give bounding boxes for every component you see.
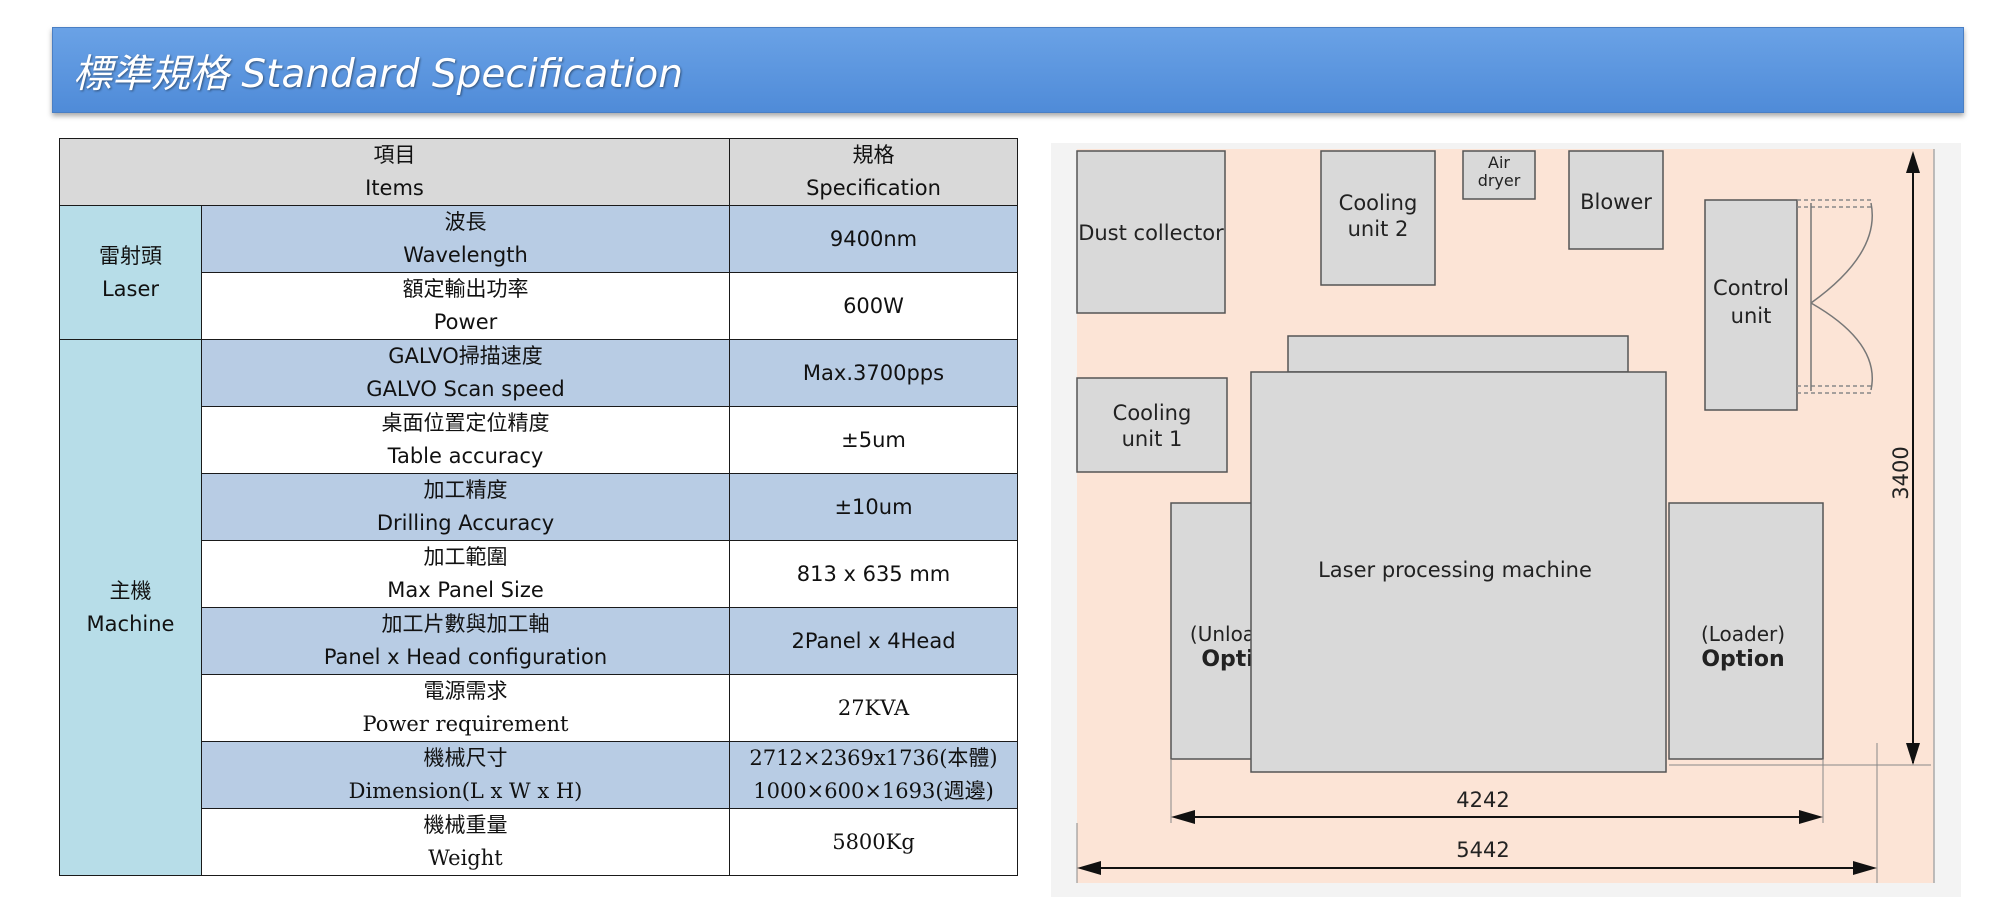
floor-layout-diagram: Dust collector Cooling unit 2 Air dryer …: [1051, 143, 1961, 897]
item-cell: 桌面位置定位精度 Table accuracy: [201, 406, 730, 474]
table-header-row: 項目 Items 規格 Specification: [59, 138, 1018, 206]
air-dryer-label-2: dryer: [1478, 171, 1521, 190]
value-cell: 9400nm: [729, 205, 1018, 273]
item-cell: 電源需求 Power requirement: [201, 674, 730, 742]
cooling-unit-2-label-1: Cooling: [1339, 191, 1418, 215]
cooling-unit-2-label-2: unit 2: [1348, 217, 1409, 241]
value-cell: ±5um: [729, 406, 1018, 474]
loader-box: [1668, 502, 1824, 760]
table-row: 主機 Machine GALVO掃描速度 GALVO Scan speed Ma…: [59, 339, 1018, 876]
group-machine: 主機 Machine: [59, 339, 202, 876]
blower-label: Blower: [1580, 190, 1652, 214]
control-unit-label-1: Control: [1713, 276, 1789, 300]
height-dimension-label: 3400: [1889, 446, 1913, 499]
table-row: 電源需求 Power requirement 27KVA: [60, 674, 1018, 742]
inner-width-dimension: [1170, 759, 1824, 824]
loader-label: (Loader): [1701, 622, 1785, 646]
value-cell: 2712×2369x1736(本體) 1000×600×1693(週邊): [729, 741, 1018, 809]
group-laser: 雷射頭 Laser: [59, 205, 202, 340]
door-swing-icon: [1797, 199, 1873, 394]
dust-collector-box: [1076, 150, 1226, 314]
item-cell: 加工精度 Drilling Accuracy: [201, 473, 730, 541]
spec-table: 項目 Items 規格 Specification 雷射頭 Laser 波長 W…: [59, 138, 1018, 876]
table-row: 加工範圍 Max Panel Size 813 x 635 mm: [60, 540, 1018, 608]
value-cell: 5800Kg: [729, 808, 1018, 876]
title-banner: 標準規格 Standard Specification: [52, 27, 1964, 113]
outer-width-dimension: [1076, 743, 1878, 883]
item-cell: 機械尺寸 Dimension(L x W x H): [201, 741, 730, 809]
item-cell: 波長 Wavelength: [201, 205, 730, 273]
table-row: 機械尺寸 Dimension(L x W x H) 2712×2369x1736…: [60, 741, 1018, 809]
control-unit-label-2: unit: [1731, 304, 1772, 328]
value-cell: 813 x 635 mm: [729, 540, 1018, 608]
laser-processing-machine-label: Laser processing machine: [1318, 558, 1592, 582]
cooling-unit-1-label-2: unit 1: [1122, 427, 1183, 451]
height-dimension: [1669, 151, 1931, 766]
cooling-unit-1-box: [1076, 377, 1228, 473]
loader-option-label: Option: [1701, 647, 1784, 672]
value-cell: Max.3700pps: [729, 339, 1018, 407]
header-spec: 規格 Specification: [729, 138, 1018, 206]
value-cell: ±10um: [729, 473, 1018, 541]
laser-processing-machine-box: [1250, 371, 1667, 773]
item-cell: 機械重量 Weight: [201, 808, 730, 876]
air-dryer-label-1: Air: [1488, 153, 1510, 172]
table-row: 加工片數與加工軸 Panel x Head configuration 2Pan…: [60, 607, 1018, 675]
item-cell: 加工範圍 Max Panel Size: [201, 540, 730, 608]
table-row: 機械重量 Weight 5800Kg: [60, 808, 1018, 876]
header-items: 項目 Items: [59, 138, 730, 206]
banner-title: 標準規格 Standard Specification: [73, 52, 683, 97]
blower-box: [1568, 150, 1664, 250]
item-cell: 加工片數與加工軸 Panel x Head configuration: [201, 607, 730, 675]
cooling-unit-1-label-1: Cooling: [1113, 401, 1192, 425]
table-row: 額定輸出功率 Power 600W: [60, 272, 1018, 340]
outer-width-label: 5442: [1456, 838, 1509, 862]
value-cell: 2Panel x 4Head: [729, 607, 1018, 675]
value-cell: 27KVA: [729, 674, 1018, 742]
dust-collector-label: Dust collector: [1078, 221, 1224, 245]
machine-top-section: [1287, 335, 1629, 373]
item-cell: 額定輸出功率 Power: [201, 272, 730, 340]
value-cell: 600W: [729, 272, 1018, 340]
table-row: 桌面位置定位精度 Table accuracy ±5um: [60, 406, 1018, 474]
inner-width-label: 4242: [1456, 788, 1509, 812]
air-dryer-box: [1462, 150, 1536, 200]
layout-svg: Dust collector Cooling unit 2 Air dryer …: [1076, 149, 1935, 883]
cooling-unit-2-box: [1320, 150, 1436, 286]
control-unit-box: [1704, 199, 1798, 411]
table-row: 雷射頭 Laser 波長 Wavelength 9400nm: [59, 205, 1018, 340]
item-cell: GALVO掃描速度 GALVO Scan speed: [201, 339, 730, 407]
table-row: 加工精度 Drilling Accuracy ±10um: [60, 473, 1018, 541]
